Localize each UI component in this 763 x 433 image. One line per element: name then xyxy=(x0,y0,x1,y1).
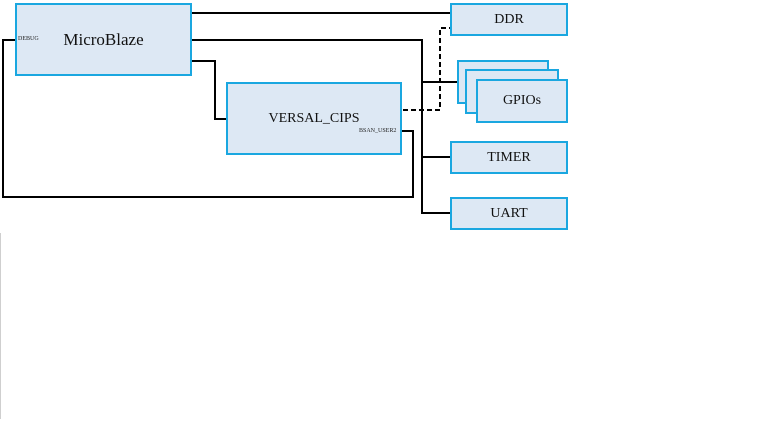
left-margin-rule xyxy=(0,233,1,419)
uart-label: UART xyxy=(490,205,528,221)
uart-block[interactable]: UART xyxy=(450,197,568,230)
wire-mb-bus xyxy=(191,39,451,214)
microblaze-block[interactable]: MicroBlaze xyxy=(15,3,192,76)
ddr-block[interactable]: DDR xyxy=(450,3,568,36)
debug-port-label: DEBUG xyxy=(18,36,39,42)
ddr-label: DDR xyxy=(494,11,524,27)
timer-block[interactable]: TIMER xyxy=(450,141,568,174)
wire-bscan-debug xyxy=(2,39,414,198)
versal-cips-block[interactable]: VERSAL_CIPS xyxy=(226,82,402,155)
wire-cips-ddr-dashed xyxy=(403,27,451,111)
bscan-port-label: BSAN_USER2 xyxy=(359,128,397,134)
versal-cips-label: VERSAL_CIPS xyxy=(268,110,360,126)
gpios-label: GPIOs xyxy=(502,93,542,108)
timer-label: TIMER xyxy=(487,149,531,165)
wire-mb-cips xyxy=(191,60,228,120)
microblaze-label: MicroBlaze xyxy=(63,29,144,49)
gpios-block[interactable]: GPIOs xyxy=(476,79,568,123)
